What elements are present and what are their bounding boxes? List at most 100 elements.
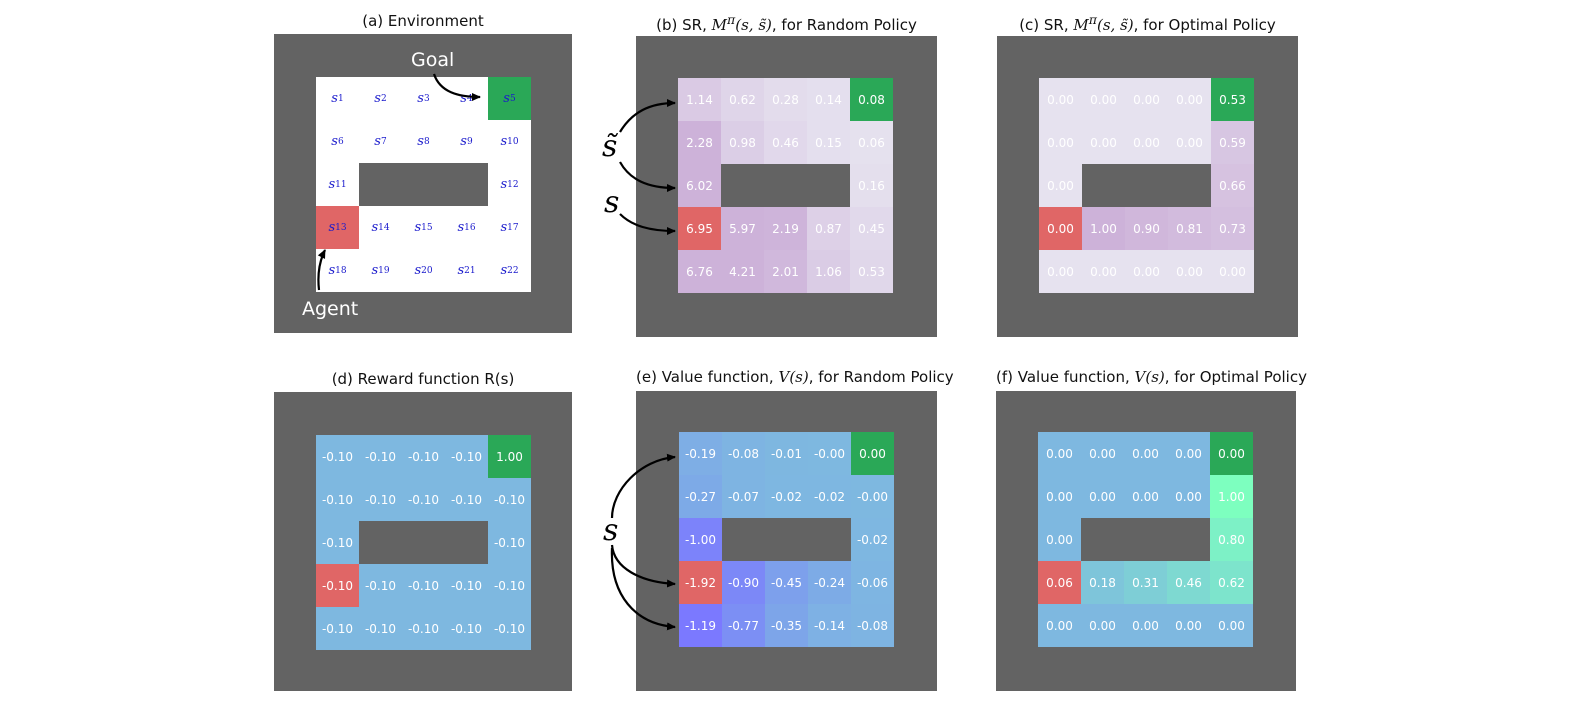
grid-cell: -0.27	[679, 475, 722, 518]
state-index: 7	[380, 136, 387, 147]
grid-cell: -0.10	[402, 564, 445, 607]
grid-cell: -0.06	[851, 561, 894, 604]
state-index: 5	[509, 93, 516, 104]
grid-cell: 0.14	[807, 78, 850, 121]
grid-cell: -0.02	[765, 475, 808, 518]
grid-cell: 1.14	[678, 78, 721, 121]
grid-cell: -0.19	[679, 432, 722, 475]
grid-cell: 0.31	[1124, 561, 1167, 604]
grid-cell: 0.00	[1039, 164, 1082, 207]
grid-cell: 0.00	[1168, 250, 1211, 293]
wall-block	[721, 164, 850, 207]
agent-cell: -0.10	[316, 564, 359, 607]
grid-cell: 0.00	[1038, 518, 1081, 561]
state-symbol: s	[328, 220, 336, 235]
grid-cell: -0.10	[316, 607, 359, 650]
state-index: 8	[423, 136, 430, 147]
state-index: 6	[337, 136, 344, 147]
grid-cell: 0.16	[850, 164, 893, 207]
grid-cell: -0.10	[402, 478, 445, 521]
panel-title: (c) SR, Mπ(s, s̃), for Optimal Policy	[1019, 12, 1276, 34]
grid-cell: 0.00	[1082, 78, 1125, 121]
grid-cell: 0.28	[764, 78, 807, 121]
grid-cell: -0.00	[851, 475, 894, 518]
wall-block	[722, 518, 851, 561]
grid-cell: 2.28	[678, 121, 721, 164]
grid-cell: -1.19	[679, 604, 722, 647]
goal-cell: 0.00	[851, 432, 894, 475]
state-index: 3	[423, 93, 430, 104]
state-symbol: s	[417, 91, 424, 106]
agent-cell: 0.06	[1038, 561, 1081, 604]
grid-cell: -1.00	[679, 518, 722, 561]
state-symbol: s	[457, 220, 465, 235]
state-index: 2	[380, 93, 387, 104]
state-symbol: s	[500, 177, 508, 192]
grid-cell: 0.46	[764, 121, 807, 164]
grid-cell: 0.00	[1081, 432, 1124, 475]
grid-cell: -0.10	[359, 607, 402, 650]
grid-cell: -0.00	[808, 432, 851, 475]
grid-cell: 1.06	[807, 250, 850, 293]
panel-title: (d) Reward function R(s)	[331, 370, 515, 388]
state-symbol: s	[328, 177, 336, 192]
grid-cell: -0.10	[488, 478, 531, 521]
state-symbol: s	[414, 220, 422, 235]
panel-sr-random: (b) SR, Mπ(s, s̃), for Random Policy 1.1…	[636, 12, 937, 337]
wall-block	[1082, 164, 1211, 207]
grid-cell: -0.08	[722, 432, 765, 475]
grid-cell: 0.62	[1210, 561, 1253, 604]
grid-cell: -0.10	[488, 521, 531, 564]
grid-cell: -0.10	[402, 435, 445, 478]
goal-cell: 0.08	[850, 78, 893, 121]
grid-cell: 0.62	[721, 78, 764, 121]
panel-title: (f) Value function, V(s), for Optimal Po…	[996, 368, 1307, 386]
grid-cell: 0.18	[1081, 561, 1124, 604]
grid-cell: -0.10	[445, 435, 488, 478]
grid-cell: 1.00	[1082, 207, 1125, 250]
grid-cell: -0.08	[851, 604, 894, 647]
grid-cell: -0.02	[851, 518, 894, 561]
grid-cell: 0.00	[1125, 78, 1168, 121]
grid-cell: 0.00	[1167, 604, 1210, 647]
grid-cell: -0.10	[359, 435, 402, 478]
grid-cell: -0.07	[722, 475, 765, 518]
state-index: 22	[507, 265, 519, 276]
state-index: 14	[378, 222, 390, 233]
grid-cell: -0.10	[359, 478, 402, 521]
panel-title: (b) SR, Mπ(s, s̃), for Random Policy	[656, 12, 917, 34]
grid-cell: -0.90	[722, 561, 765, 604]
grid-cell: -0.10	[359, 564, 402, 607]
state-index: 13	[335, 222, 347, 233]
grid-cell: 0.00	[1124, 432, 1167, 475]
wall-block	[359, 163, 488, 206]
grid-cell: -0.10	[316, 521, 359, 564]
grid-cell: -0.14	[808, 604, 851, 647]
wall-block	[359, 521, 488, 564]
grid-cell: 0.00	[1039, 78, 1082, 121]
s-symbol: s	[604, 185, 619, 220]
state-index: 19	[378, 265, 390, 276]
grid-cell: 2.01	[764, 250, 807, 293]
grid-cell: -0.10	[316, 435, 359, 478]
grid-cell: 0.00	[1081, 475, 1124, 518]
panel-sr-optimal: (c) SR, Mπ(s, s̃), for Optimal Policy 0.…	[997, 12, 1298, 337]
grid-cell: 0.00	[1125, 121, 1168, 164]
grid-cell: 0.15	[807, 121, 850, 164]
state-index: 1	[337, 93, 344, 104]
grid-cell: 0.00	[1210, 604, 1253, 647]
goal-cell: 0.00	[1210, 432, 1253, 475]
grid-cell: 0.00	[1039, 121, 1082, 164]
